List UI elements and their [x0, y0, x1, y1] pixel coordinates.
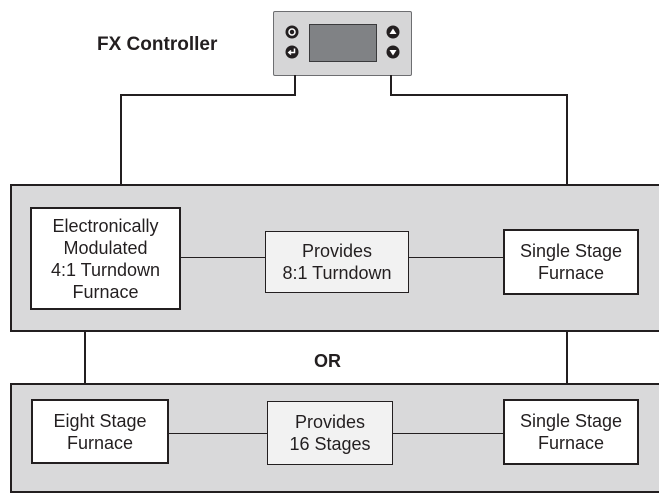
provides-16-stages-box: Provides 16 Stages: [267, 401, 393, 465]
controller-label: FX Controller: [97, 34, 218, 55]
single-stage-furnace-box: Single Stage Furnace: [503, 229, 639, 295]
right-connector-line: [390, 94, 568, 96]
up-arrow-button-icon: [386, 25, 400, 39]
provides-8-1-turndown-box: Provides 8:1 Turndown: [265, 231, 409, 293]
eight-stage-furnace-box: Eight Stage Furnace: [31, 399, 169, 464]
option-1-link-line: [180, 257, 266, 258]
left-connector-line: [294, 75, 296, 96]
option-1-link-line: [408, 257, 504, 258]
fx-controller-device: [273, 11, 412, 76]
or-connector-line-right: [566, 330, 568, 385]
info-button-icon: [285, 25, 299, 39]
left-connector-line: [120, 94, 296, 96]
right-connector-line: [390, 75, 392, 96]
left-connector-line: [120, 94, 122, 186]
modulated-furnace-box: Electronically Modulated 4:1 Turndown Fu…: [30, 207, 181, 310]
down-arrow-button-icon: [386, 45, 400, 59]
or-label: OR: [314, 351, 341, 371]
enter-button-icon: [285, 45, 299, 59]
option-2-link-line: [168, 433, 268, 434]
single-stage-furnace-box: Single Stage Furnace: [503, 399, 639, 465]
option-2-link-line: [392, 433, 504, 434]
controller-display: [309, 24, 377, 62]
right-connector-line: [566, 94, 568, 186]
or-connector-line-left: [84, 330, 86, 385]
